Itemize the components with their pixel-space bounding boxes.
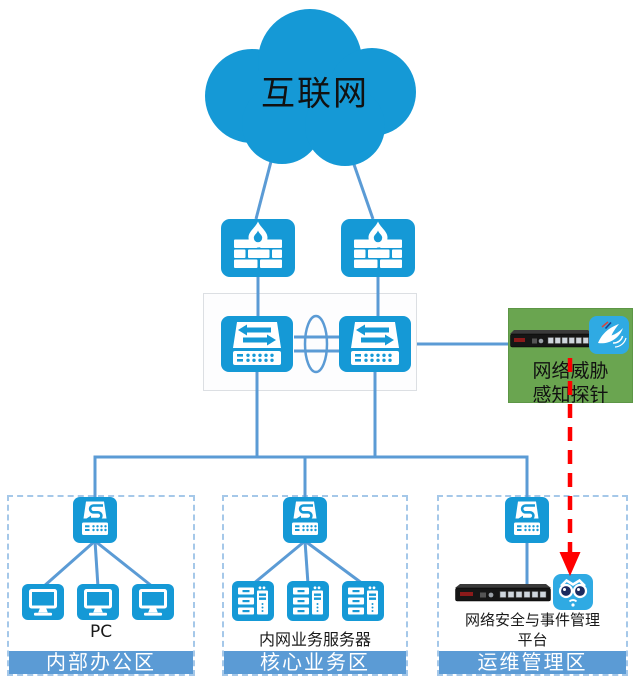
siem-appliance	[455, 584, 551, 602]
server-icon	[232, 581, 274, 621]
zone-office-banner: 内部办公区	[9, 651, 193, 674]
router-icon	[221, 316, 293, 372]
owl-app-icon	[553, 574, 593, 610]
ha-link-ellipse	[303, 314, 329, 374]
pc-icon	[22, 584, 64, 620]
server-icon	[342, 581, 384, 621]
switch-icon	[505, 497, 549, 543]
bird-app-icon	[589, 316, 629, 354]
firewall-icon	[341, 219, 415, 277]
server-icon	[287, 581, 329, 621]
router-icon	[339, 316, 411, 372]
switch-icon	[73, 497, 117, 543]
siem-label-line2: 平台	[517, 631, 548, 649]
server-label: 内网业务服务器	[258, 630, 371, 649]
pc-label: PC	[89, 622, 113, 642]
siem-label-line1: 网络安全与事件管理	[464, 611, 600, 629]
internet-cloud	[205, 9, 416, 166]
probe-label-line2: 感知探针	[532, 384, 609, 406]
probe-appliance	[510, 330, 592, 348]
internet-label: 互联网	[261, 74, 369, 114]
switch-icon	[283, 497, 327, 543]
probe-label-line1: 网络威胁	[532, 360, 609, 382]
zone-core-banner: 核心业务区	[224, 651, 406, 674]
pc-icon	[77, 584, 119, 620]
pc-icon	[132, 584, 174, 620]
firewall-icon	[221, 219, 295, 277]
zone-ops-banner: 运维管理区	[439, 651, 626, 674]
